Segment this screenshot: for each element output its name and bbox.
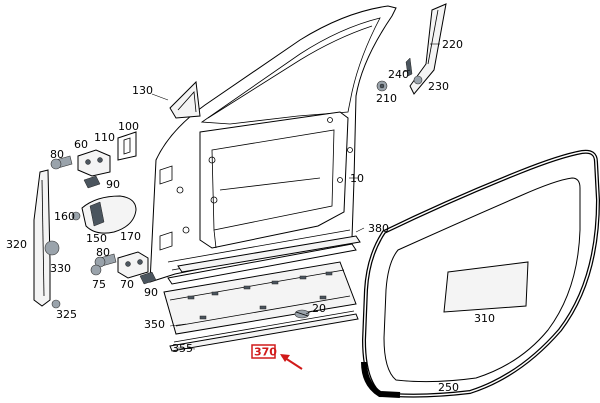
- hinge-assembly: [50, 131, 157, 285]
- clip-20: [294, 309, 310, 319]
- lower-seal-strip: [169, 310, 359, 352]
- callout-330: 330: [50, 262, 71, 275]
- callout-labels: 10 20 60 70 75 80 80 90 90 100 110 130 1…: [6, 38, 495, 394]
- callout-10: 10: [350, 172, 364, 185]
- callout-230: 230: [428, 80, 449, 93]
- callout-110: 110: [94, 131, 115, 144]
- callout-150: 150: [86, 232, 107, 245]
- callout-240: 240: [388, 68, 409, 81]
- callout-75: 75: [92, 278, 106, 291]
- callout-250: 250: [438, 381, 459, 394]
- callout-350: 350: [144, 318, 165, 331]
- sill-trim-panel: [163, 261, 357, 335]
- callout-20: 20: [312, 302, 326, 315]
- callout-90-upper: 90: [106, 178, 120, 191]
- pillar-seal-320: [33, 169, 61, 309]
- callout-70: 70: [120, 278, 134, 291]
- mirror-triangle-130: [169, 80, 201, 119]
- callout-60: 60: [74, 138, 88, 151]
- window-panel: [383, 177, 581, 383]
- pillar-trim-220: [409, 3, 447, 95]
- callout-325: 325: [56, 308, 77, 321]
- upper-sill-strip: [167, 235, 361, 285]
- callout-380: 380: [368, 222, 389, 235]
- callout-160: 160: [54, 210, 75, 223]
- callout-355: 355: [172, 342, 193, 355]
- callout-100: 100: [118, 120, 139, 133]
- callout-370[interactable]: 370: [254, 346, 277, 359]
- highlighted-callout-370[interactable]: 370: [251, 344, 277, 359]
- callout-130: 130: [132, 84, 153, 97]
- callout-80-upper: 80: [50, 148, 64, 161]
- leader-lines: [151, 43, 440, 350]
- callout-220: 220: [442, 38, 463, 51]
- callout-80-lower: 80: [96, 246, 110, 259]
- callout-210: 210: [376, 92, 397, 105]
- callout-170: 170: [120, 230, 141, 243]
- callout-310: 310: [474, 312, 495, 325]
- callout-90-lower: 90: [144, 286, 158, 299]
- callout-320: 320: [6, 238, 27, 251]
- door-seal-frame: [361, 149, 600, 398]
- highlight-arrow: [280, 354, 303, 370]
- fasteners-top-right: [376, 57, 423, 92]
